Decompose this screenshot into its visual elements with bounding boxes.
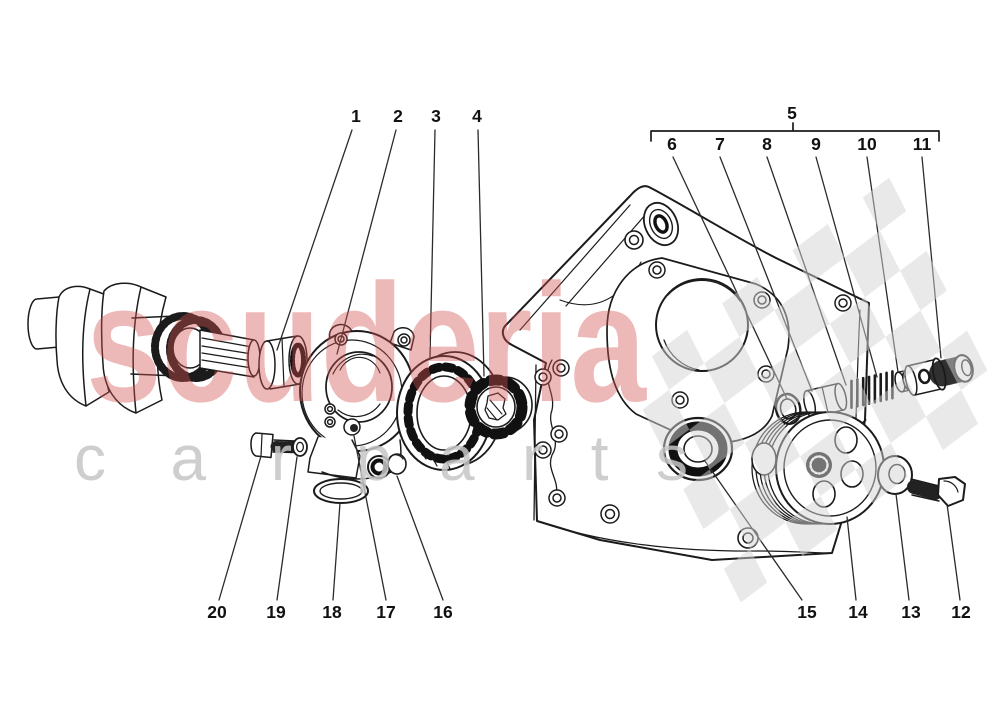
callout-20-label: 20 <box>207 602 227 622</box>
group-bracket <box>650 122 940 142</box>
callout-9-label: 9 <box>811 134 821 154</box>
callout-19-label: 19 <box>266 602 286 622</box>
callout-labels: 1 2 3 4 5 6 7 8 9 10 11 20 19 18 17 16 1… <box>207 103 971 622</box>
callout-12-label: 12 <box>951 602 971 622</box>
callout-18-label: 18 <box>322 602 342 622</box>
callout-4-label: 4 <box>472 106 482 126</box>
drive-bushing-drawing <box>258 335 308 390</box>
callout-15-label: 15 <box>797 602 817 622</box>
callout-16-label: 16 <box>433 602 453 622</box>
crankshaft-drawing <box>27 282 261 414</box>
callout-5-label: 5 <box>787 103 797 123</box>
bolt-drawing <box>907 476 966 507</box>
pump-pinion-gear-drawing <box>464 374 533 440</box>
watermark-brand-text: scuderia <box>86 249 647 437</box>
callout-10-label: 10 <box>857 134 877 154</box>
callout-11-label: 11 <box>913 134 932 154</box>
callout-6-label: 6 <box>667 134 677 154</box>
callout-3-label: 3 <box>431 106 441 126</box>
callout-7-label: 7 <box>715 134 725 154</box>
checkered-flag-pattern <box>625 177 1000 603</box>
callout-8-label: 8 <box>762 134 772 154</box>
callout-14-label: 14 <box>848 602 868 622</box>
callout-2-label: 2 <box>393 106 403 126</box>
callout-1-label: 1 <box>351 106 361 126</box>
oil-pump-housing-drawing <box>250 323 415 504</box>
callout-13-label: 13 <box>901 602 921 622</box>
watermark-layer: scuderia car parts <box>74 177 1000 603</box>
callout-17-label: 17 <box>376 602 395 622</box>
